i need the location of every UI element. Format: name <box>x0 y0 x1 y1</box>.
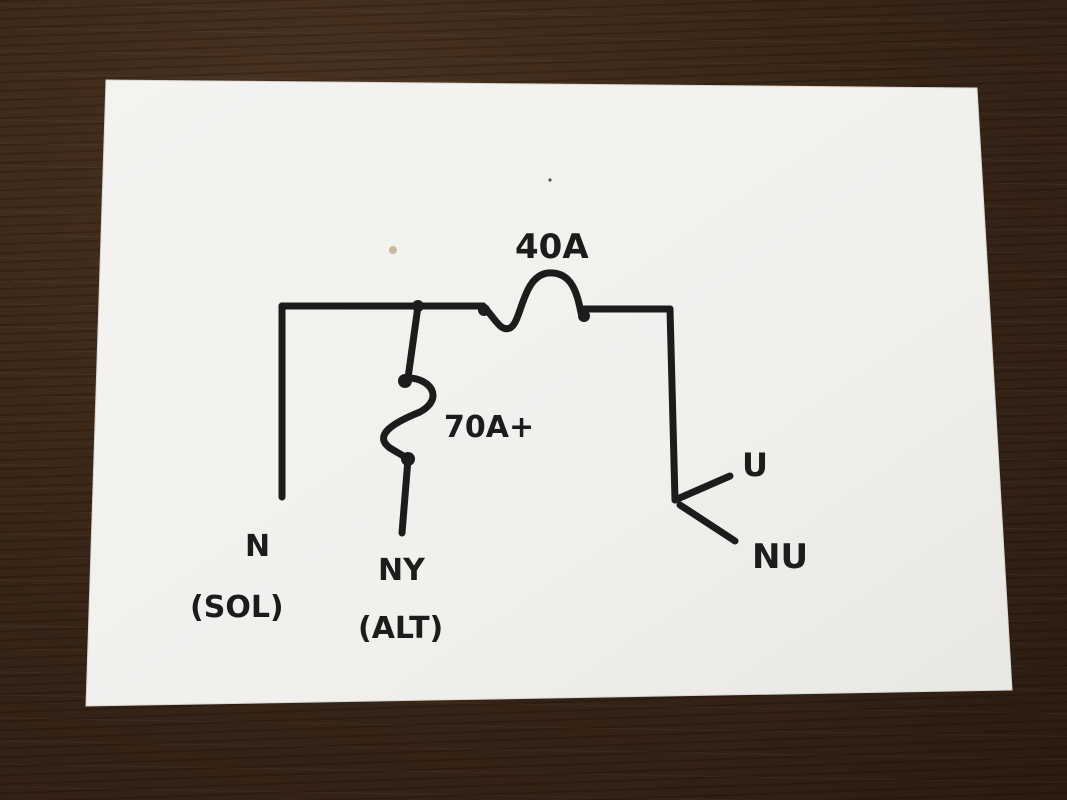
paper-sheet <box>85 79 1013 707</box>
switch-arm-u <box>671 472 734 504</box>
label-terminal-ny-sub: (ALT) <box>358 611 443 646</box>
label-terminal-ny: NY <box>378 553 426 588</box>
switch-arm-nu <box>676 501 739 545</box>
label-terminal-n: N <box>245 529 270 564</box>
wire-branch-top <box>404 302 422 382</box>
wire-branch-bottom <box>398 455 412 537</box>
label-switch-nu: NU <box>752 537 808 577</box>
junction-dot <box>398 374 412 388</box>
junction-dot <box>401 452 415 466</box>
fuse-40a-symbol <box>479 269 586 333</box>
label-terminal-n-sub: (SOL) <box>190 590 284 625</box>
paper-speck <box>548 178 552 182</box>
wire-right-vertical <box>666 305 679 504</box>
junction-dot <box>578 310 590 322</box>
paper-speck <box>389 246 397 254</box>
fuse-70a-symbol <box>380 374 437 463</box>
label-switch-u: U <box>742 446 768 484</box>
junction-dot <box>478 304 490 316</box>
label-fuse-40a: 40A <box>515 227 589 267</box>
junction-dot <box>412 300 424 312</box>
label-fuse-70a: 70A+ <box>444 410 534 445</box>
